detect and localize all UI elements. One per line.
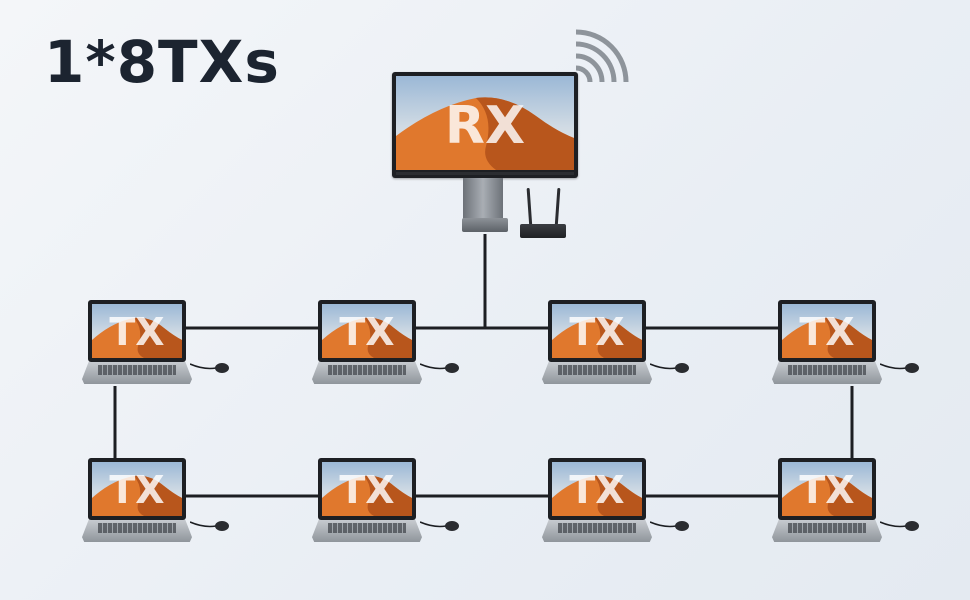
monitor-screen: RX xyxy=(396,76,574,170)
router xyxy=(520,172,570,242)
transmitter-label: TX xyxy=(322,310,412,354)
transmitter-laptop: TX xyxy=(312,458,462,548)
router-antenna xyxy=(555,188,561,228)
transmitter-laptop: TX xyxy=(772,300,922,390)
usb-dongle-icon xyxy=(190,518,230,532)
transmitter-label: TX xyxy=(552,310,642,354)
monitor-frame: RX xyxy=(392,72,578,178)
transmitter-label: TX xyxy=(782,310,872,354)
transmitter-laptop: TX xyxy=(82,300,232,390)
router-antenna xyxy=(527,188,533,228)
transmitter-label: TX xyxy=(782,468,872,512)
usb-dongle-icon xyxy=(420,518,460,532)
transmitter-laptop: TX xyxy=(82,458,232,548)
usb-dongle-icon xyxy=(420,360,460,374)
receiver-label: RX xyxy=(396,96,574,156)
router-body xyxy=(520,224,566,238)
usb-dongle-icon xyxy=(650,518,690,532)
transmitter-label: TX xyxy=(92,468,182,512)
transmitter-laptop: TX xyxy=(312,300,462,390)
usb-dongle-icon xyxy=(880,518,920,532)
usb-dongle-icon xyxy=(650,360,690,374)
transmitter-label: TX xyxy=(92,310,182,354)
transmitter-label: TX xyxy=(322,468,412,512)
usb-dongle-icon xyxy=(880,360,920,374)
monitor-base xyxy=(462,218,508,232)
transmitter-label: TX xyxy=(552,468,642,512)
transmitter-laptop: TX xyxy=(542,300,692,390)
usb-dongle-icon xyxy=(190,360,230,374)
transmitter-laptop: TX xyxy=(772,458,922,548)
transmitter-laptop: TX xyxy=(542,458,692,548)
monitor-stand xyxy=(463,178,503,222)
